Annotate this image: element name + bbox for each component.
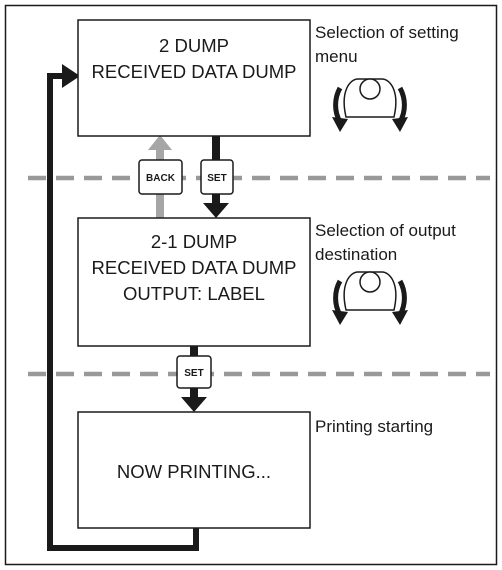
screen-2-line-1: 2-1 DUMP: [151, 231, 237, 252]
caption-1-line-1: Selection of setting: [315, 23, 459, 42]
set-arrow-1-head: [203, 203, 229, 218]
return-loop-line: [47, 73, 199, 551]
caption-2-line-1: Selection of output: [315, 221, 456, 240]
screen-1-line-2: RECEIVED DATA DUMP: [92, 61, 297, 82]
set-button-2-label: SET: [184, 368, 203, 379]
set-button-2[interactable]: SET: [176, 355, 212, 389]
return-loop-arrowhead: [62, 64, 80, 88]
set-arrow-2-head: [181, 397, 207, 412]
set-button-1-label: SET: [207, 173, 226, 184]
rotary-dial-icon: [332, 78, 408, 132]
rotary-dial-icon: [332, 271, 408, 325]
outer-border: [4, 4, 498, 566]
screen-2-line-3: OUTPUT: LABEL: [123, 283, 265, 304]
screen-2-line-2: RECEIVED DATA DUMP: [92, 257, 297, 278]
screen-2-box: [77, 217, 311, 347]
screen-1-line-1: 2 DUMP: [159, 35, 229, 56]
back-arrow-head: [148, 135, 172, 150]
screen-1-box: [77, 19, 311, 137]
caption-1-line-2: menu: [315, 47, 358, 66]
caption-3-line-1: Printing starting: [315, 417, 433, 436]
screen-3-box: [77, 411, 311, 529]
back-button[interactable]: BACK: [138, 159, 183, 195]
screen-3-line-1: NOW PRINTING...: [117, 461, 271, 482]
caption-2-line-2: destination: [315, 245, 397, 264]
back-button-label: BACK: [146, 173, 176, 184]
set-button-1[interactable]: SET: [200, 159, 234, 195]
